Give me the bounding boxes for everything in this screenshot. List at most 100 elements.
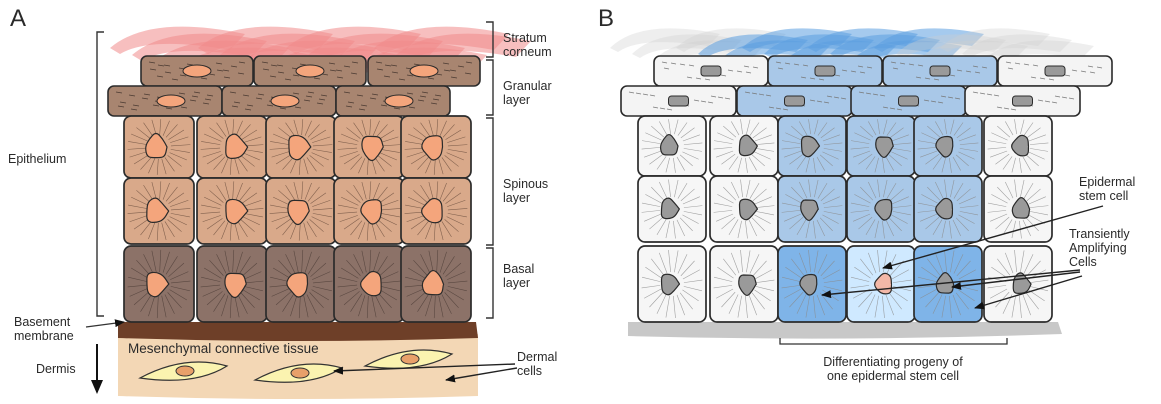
granular-nucleus	[1013, 96, 1033, 106]
unrelated-cell	[710, 116, 778, 176]
spinous-cell	[124, 116, 194, 178]
label-progeny-line1: Differentiating progeny of	[823, 355, 963, 369]
spinous-cell	[334, 178, 404, 244]
granular-cell	[336, 86, 450, 116]
panel-a: A Stratum corneum Granular layer Spinous…	[8, 5, 557, 399]
epithelium-cells	[108, 56, 480, 322]
granular-cell	[737, 86, 852, 116]
spinous-cell	[266, 178, 336, 244]
granular-cell	[621, 86, 736, 116]
transiently-amplifying-cell	[778, 246, 846, 322]
granular-cell	[368, 56, 480, 86]
spinous-bracket	[486, 118, 493, 245]
label-stratum-line1: Stratum	[503, 31, 547, 45]
unrelated-cell	[638, 246, 706, 322]
epithelium-bracket	[97, 32, 104, 316]
progeny-cell	[847, 176, 915, 242]
panel-b-base-membrane	[628, 322, 1062, 339]
spinous-cell	[334, 116, 404, 178]
granular-cell	[222, 86, 336, 116]
label-mesenchymal: Mesenchymal connective tissue	[128, 341, 319, 356]
granular-nucleus	[385, 95, 413, 107]
granular-cell	[883, 56, 997, 86]
granular-cell	[998, 56, 1112, 86]
granular-bracket	[486, 60, 493, 115]
label-spinous-line1: Spinous	[503, 177, 548, 191]
dermal-cell-nucleus	[291, 368, 309, 378]
label-ta-line3: Cells	[1069, 255, 1097, 269]
unrelated-cell	[984, 176, 1052, 242]
basal-cell	[197, 246, 267, 322]
dermal-cell-nucleus	[176, 366, 194, 376]
progeny-cell	[778, 176, 846, 242]
progeny-bracket	[780, 338, 1007, 344]
granular-nucleus	[157, 95, 185, 107]
unrelated-cell	[638, 176, 706, 242]
label-stratum-line2: corneum	[503, 45, 552, 59]
unrelated-cell	[984, 116, 1052, 176]
label-basal-line2: layer	[503, 276, 530, 290]
spinous-cell	[124, 178, 194, 244]
label-spinous-line2: layer	[503, 191, 530, 205]
granular-nucleus	[785, 96, 805, 106]
spinous-cell	[401, 116, 471, 178]
granular-nucleus	[410, 65, 438, 77]
progeny-cell	[914, 116, 982, 176]
granular-nucleus	[815, 66, 835, 76]
label-dermal-line2: cells	[517, 364, 542, 378]
spinous-cell	[401, 178, 471, 244]
unrelated-cell	[638, 116, 706, 176]
basal-cell	[266, 246, 336, 322]
label-stem-cell-line1: Epidermal	[1079, 175, 1135, 189]
granular-cell	[141, 56, 253, 86]
progeny-cell	[914, 176, 982, 242]
basement-membrane	[118, 322, 478, 341]
basal-cell	[401, 246, 471, 322]
unrelated-cell	[984, 246, 1052, 322]
spinous-cell	[197, 178, 267, 244]
granular-nucleus	[1045, 66, 1065, 76]
label-epithelium: Epithelium	[8, 152, 66, 166]
granular-cell	[108, 86, 222, 116]
basal-cell	[124, 246, 194, 322]
panel-b-letter: B	[598, 5, 614, 32]
label-dermal-line1: Dermal	[517, 350, 557, 364]
spinous-cell	[266, 116, 336, 178]
label-ta-line1: Transiently	[1069, 227, 1130, 241]
label-basal-line1: Basal	[503, 262, 534, 276]
label-progeny-line2: one epidermal stem cell	[827, 369, 959, 383]
label-granular-line2: layer	[503, 93, 530, 107]
label-dermis: Dermis	[36, 362, 76, 376]
label-stem-cell-line2: stem cell	[1079, 189, 1128, 203]
granular-nucleus	[271, 95, 299, 107]
progeny-cell	[847, 116, 915, 176]
basal-cell	[334, 246, 404, 322]
granular-cell	[768, 56, 882, 86]
granular-nucleus	[701, 66, 721, 76]
label-granular-line1: Granular	[503, 79, 552, 93]
spinous-cell	[197, 116, 267, 178]
progeny-cell	[778, 116, 846, 176]
panel-b-epithelium-cells	[621, 56, 1112, 322]
granular-nucleus	[899, 96, 919, 106]
granular-cell	[654, 56, 768, 86]
panel-a-letter: A	[10, 5, 26, 32]
basal-bracket	[486, 248, 493, 318]
granular-cell	[851, 86, 966, 116]
granular-nucleus	[183, 65, 211, 77]
granular-nucleus	[669, 96, 689, 106]
granular-cell	[965, 86, 1080, 116]
granular-cell	[254, 56, 366, 86]
unrelated-cell	[710, 176, 778, 242]
granular-nucleus	[930, 66, 950, 76]
label-ta-line2: Amplifying	[1069, 241, 1127, 255]
unrelated-cell	[710, 246, 778, 322]
label-basement-line1: Basement	[14, 315, 71, 329]
panel-b: B Epidermal stem cell Transiently Amplif…	[598, 5, 1135, 383]
granular-nucleus	[296, 65, 324, 77]
dermal-cell-nucleus	[401, 354, 419, 364]
label-basement-line2: membrane	[14, 329, 74, 343]
epidermal-stem-cell	[847, 246, 915, 322]
